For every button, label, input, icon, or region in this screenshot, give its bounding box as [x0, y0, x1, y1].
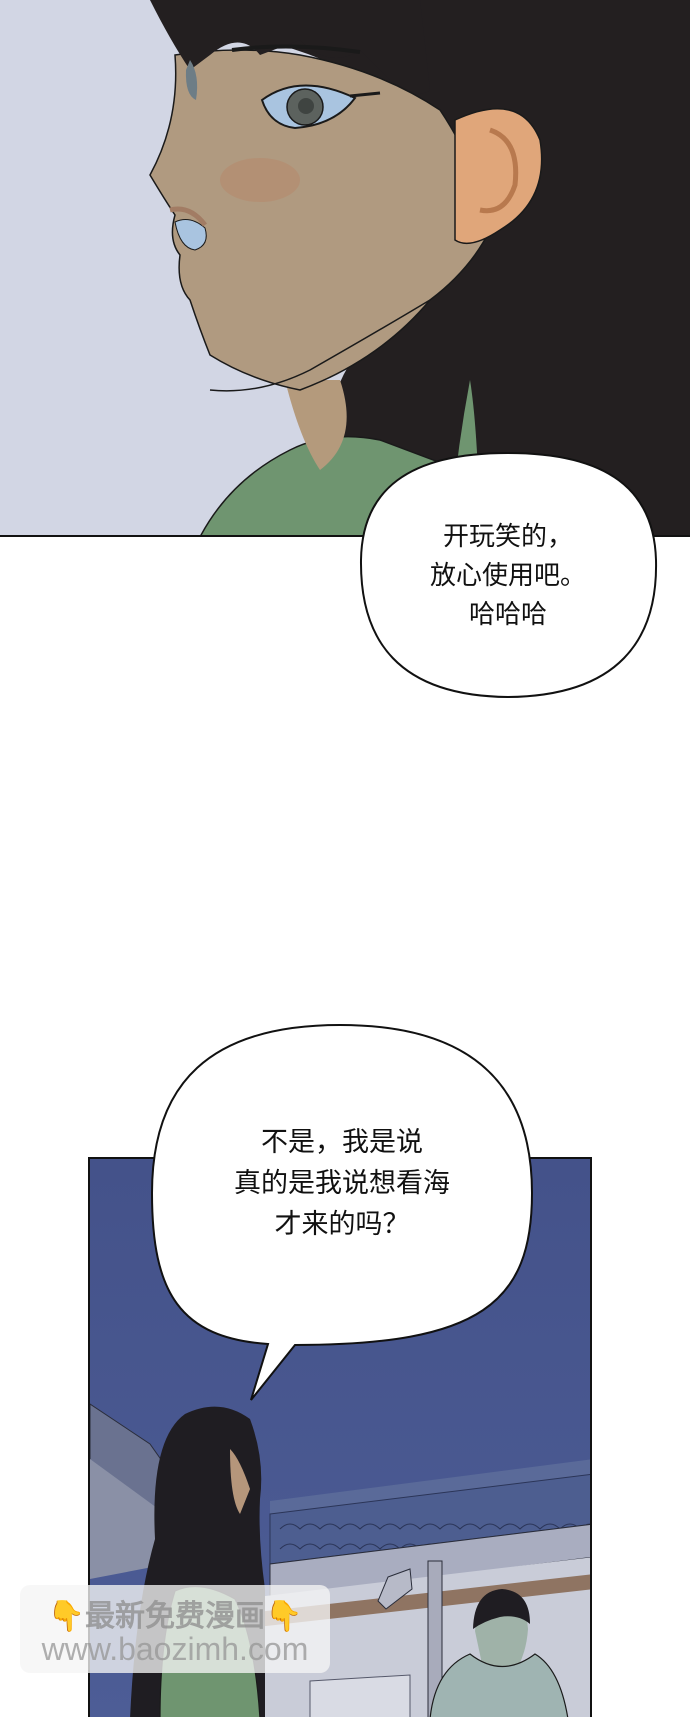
dialogue-line: 真的是我说想看海: [234, 1168, 450, 1199]
watermark-title: 最新免费漫画: [85, 1599, 265, 1634]
speech-bubble-text: 不是，我是说 真的是我说想看海 才来的吗？: [150, 1122, 534, 1245]
watermark-url: www.baozimh.com: [41, 1631, 309, 1667]
speech-bubble-text: 开玩笑的， 放心使用吧。 哈哈哈: [358, 518, 658, 635]
speech-bubble-shape: [150, 1023, 534, 1401]
dialogue-line: 开玩笑的，: [442, 522, 573, 552]
site-watermark: 👇最新免费漫画👇 www.baozimh.com: [20, 1585, 330, 1673]
speech-bubble-shape: [359, 451, 658, 699]
pointing-down-hand-icon: 👇: [265, 1599, 303, 1634]
dialogue-line: 不是，我是说: [261, 1127, 423, 1158]
pointing-down-hand-icon: 👇: [47, 1599, 85, 1634]
speech-bubble-2: 不是，我是说 真的是我说想看海 才来的吗？: [150, 1023, 534, 1403]
dialogue-line: 才来的吗？: [274, 1209, 410, 1240]
speech-bubble-1: 开玩笑的， 放心使用吧。 哈哈哈: [358, 450, 658, 700]
dialogue-line: 放心使用吧。: [429, 561, 586, 591]
watermark-title-row: 👇最新免费漫画👇: [20, 1591, 330, 1635]
dialogue-line: 哈哈哈: [468, 600, 547, 630]
